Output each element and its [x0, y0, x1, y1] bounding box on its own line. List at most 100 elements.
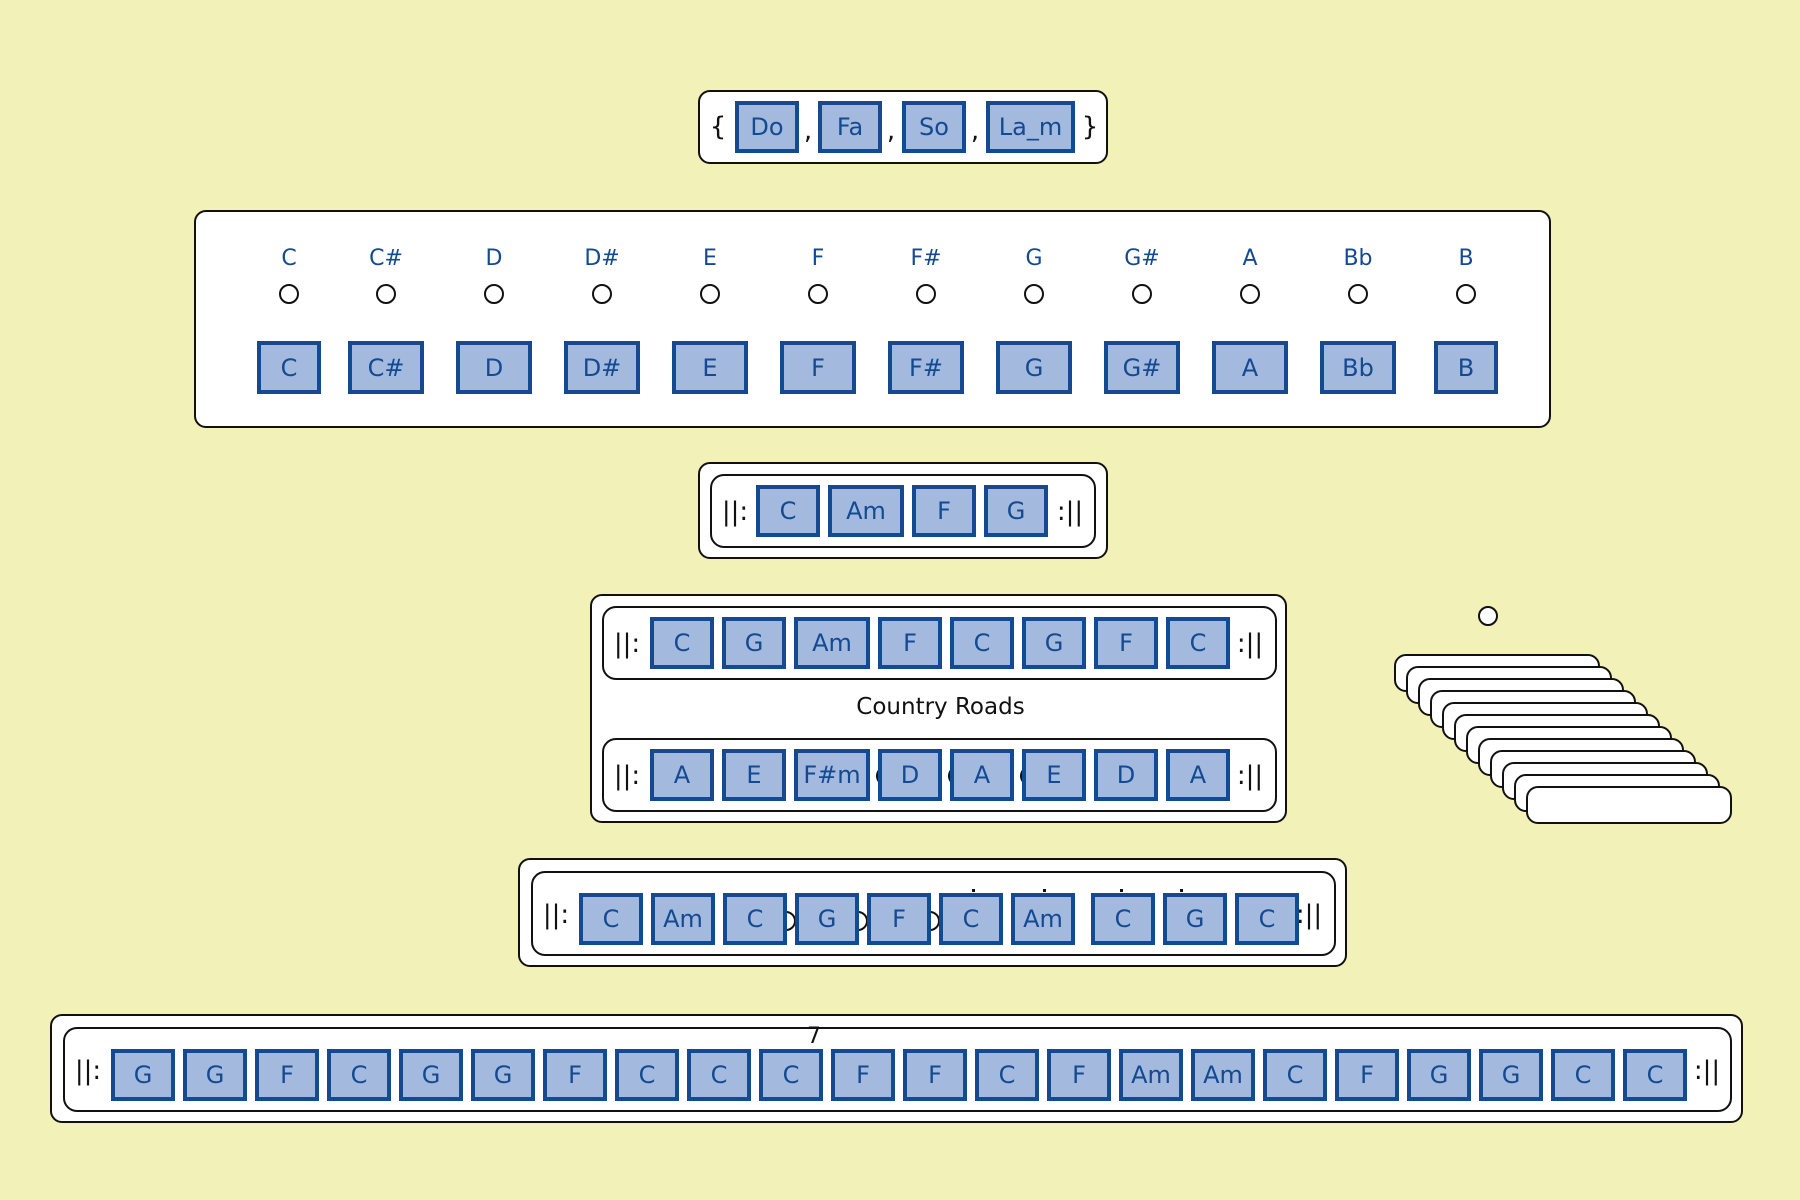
chord-button[interactable]: G	[795, 893, 859, 945]
note-radio[interactable]	[376, 284, 396, 304]
stack-card[interactable]	[1526, 786, 1732, 824]
note-button[interactable]: F#	[888, 341, 964, 394]
chord-button[interactable]: Am	[828, 485, 904, 537]
note-button[interactable]: D	[456, 341, 532, 394]
chord-button[interactable]: F	[912, 485, 976, 537]
dot-marker	[1180, 889, 1183, 892]
chord-button[interactable]: Am	[1011, 893, 1075, 945]
note-label: G#	[1124, 246, 1160, 271]
chord-button[interactable]: F	[255, 1049, 319, 1101]
repeat-start: ||:	[721, 497, 749, 527]
note-button[interactable]: D#	[564, 341, 640, 394]
note-button[interactable]: G	[996, 341, 1072, 394]
chord-button[interactable]: G	[1163, 893, 1227, 945]
chord-button[interactable]: F#m	[794, 749, 870, 801]
chord-button[interactable]: G	[471, 1049, 535, 1101]
chord-button[interactable]: C	[650, 617, 714, 669]
note-radio[interactable]	[484, 284, 504, 304]
chord-button[interactable]: G	[984, 485, 1048, 537]
chord-button[interactable]: F	[543, 1049, 607, 1101]
note-button[interactable]: A	[1212, 341, 1288, 394]
note-button[interactable]: G#	[1104, 341, 1180, 394]
chord-button[interactable]: C	[950, 617, 1014, 669]
note-radio[interactable]	[916, 284, 936, 304]
note-label: C#	[369, 246, 403, 271]
chord-button[interactable]: G	[722, 617, 786, 669]
chord-button[interactable]: F	[878, 617, 942, 669]
scale-item-la-m[interactable]: La_m	[986, 101, 1075, 153]
chord-button[interactable]: C	[1091, 893, 1155, 945]
chord-button[interactable]: F	[831, 1049, 895, 1101]
chord-button[interactable]: C	[756, 485, 820, 537]
chord-button[interactable]: C	[1166, 617, 1230, 669]
note-button[interactable]: E	[672, 341, 748, 394]
chord-button[interactable]: F	[867, 893, 931, 945]
note-button[interactable]: F	[780, 341, 856, 394]
note-radio[interactable]	[1348, 284, 1368, 304]
dot-marker	[972, 889, 975, 892]
chord-button[interactable]: E	[1022, 749, 1086, 801]
repeat-start: ||:	[613, 761, 641, 791]
chord-button[interactable]: G	[1407, 1049, 1471, 1101]
chord-button[interactable]: C	[939, 893, 1003, 945]
note-radio[interactable]	[1456, 284, 1476, 304]
note-label: D#	[584, 246, 620, 271]
repeat-end: :||	[1236, 761, 1264, 791]
note-radio[interactable]	[808, 284, 828, 304]
chord-button[interactable]: G	[183, 1049, 247, 1101]
chord-button[interactable]: A	[950, 749, 1014, 801]
chord-button[interactable]: A	[1166, 749, 1230, 801]
chord-button[interactable]: Am	[1191, 1049, 1255, 1101]
note-radio[interactable]	[279, 284, 299, 304]
chord-button[interactable]: E	[722, 749, 786, 801]
scale-item-so[interactable]: So	[902, 101, 966, 153]
chord-button[interactable]: G	[1479, 1049, 1543, 1101]
chord-button[interactable]: C	[1623, 1049, 1687, 1101]
note-radio[interactable]	[1024, 284, 1044, 304]
chord-button[interactable]: C	[579, 893, 643, 945]
chord-button[interactable]: C	[687, 1049, 751, 1101]
separator: ,	[970, 116, 980, 146]
stack-radio[interactable]	[1478, 606, 1498, 626]
chord-button[interactable]: C	[1551, 1049, 1615, 1101]
chord-button[interactable]: G	[1022, 617, 1086, 669]
note-radio[interactable]	[700, 284, 720, 304]
chord-button[interactable]: Am	[651, 893, 715, 945]
note-button[interactable]: B	[1434, 341, 1498, 394]
scale-item-fa[interactable]: Fa	[818, 101, 882, 153]
chord-button[interactable]: C	[723, 893, 787, 945]
scale-item-do[interactable]: Do	[735, 101, 799, 153]
note-button[interactable]: C#	[348, 341, 424, 394]
marker-label: 7	[807, 1023, 821, 1049]
chord-button[interactable]: F	[1047, 1049, 1111, 1101]
chord-button[interactable]: F	[1335, 1049, 1399, 1101]
chord-button[interactable]: D	[1094, 749, 1158, 801]
chord-button[interactable]: Am	[794, 617, 870, 669]
chord-button[interactable]: F	[903, 1049, 967, 1101]
close-brace: }	[1081, 112, 1099, 142]
note-radio[interactable]	[1240, 284, 1260, 304]
chord-button[interactable]: D	[878, 749, 942, 801]
note-button[interactable]: C	[257, 341, 321, 394]
note-radio[interactable]	[1132, 284, 1152, 304]
chord-button[interactable]: C	[1263, 1049, 1327, 1101]
scale-set-panel: { Do , Fa , So , La_m }	[698, 90, 1108, 164]
chord-button[interactable]: F	[1094, 617, 1158, 669]
chord-button[interactable]: G	[399, 1049, 463, 1101]
note-radio[interactable]	[592, 284, 612, 304]
chord-button[interactable]: A	[650, 749, 714, 801]
note-button[interactable]: Bb	[1320, 341, 1396, 394]
chord-button[interactable]: C	[759, 1049, 823, 1101]
chord-button[interactable]: G	[111, 1049, 175, 1101]
chord-button[interactable]: C	[615, 1049, 679, 1101]
chord-button[interactable]: C	[1235, 893, 1299, 945]
progression-panel-1: ||: C Am F G :||	[698, 462, 1108, 559]
chord-button[interactable]: C	[327, 1049, 391, 1101]
chord-button[interactable]: Am	[1119, 1049, 1183, 1101]
chord-button[interactable]: C	[975, 1049, 1039, 1101]
